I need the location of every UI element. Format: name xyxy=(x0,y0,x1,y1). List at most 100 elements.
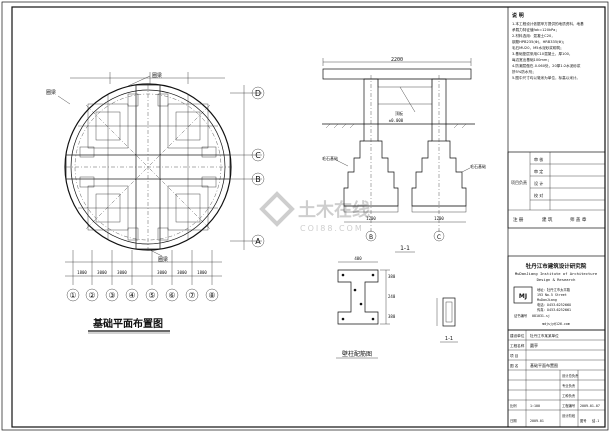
section-top-dim: 2200 xyxy=(391,57,403,63)
firm-logo xyxy=(513,286,533,304)
axis-label-row-d: D xyxy=(255,89,261,98)
approval-row-4: 校 对 xyxy=(534,192,543,198)
small-detail: 1-1 xyxy=(436,297,458,343)
tb-right-row-5: 设计阶段 xyxy=(562,413,576,418)
axis-label-col-8: ⑧ xyxy=(208,291,215,300)
notes-line-6: 3.基础垫层采用C10混凝土，厚100， xyxy=(512,51,573,56)
plan-bottom-dims: 1800 3000 3000 3000 3000 1800 xyxy=(77,270,207,275)
column-dim-1: 380 xyxy=(388,274,396,279)
column-dim-2: 240 xyxy=(388,294,396,299)
approval-sign-3: 师 盖 章 xyxy=(570,216,587,223)
axis-label-row-a: A xyxy=(255,237,261,246)
firm-email: mdjsjy@126.com xyxy=(542,322,570,326)
ring-wall-outer xyxy=(64,83,232,251)
watermark-text-en: COI88.COM xyxy=(300,224,364,233)
callout-bottom: 圈梁 xyxy=(158,256,168,263)
small-detail-title: 1-1 xyxy=(445,336,453,342)
notes-line-1: 1.本工程设计依据甲方提供的地质资料，地基 xyxy=(512,21,584,26)
firm-address-3: MuDanJiang xyxy=(537,298,557,302)
watermark: 土木在线 COI88.COM xyxy=(259,191,370,233)
axis-label-col-4: ④ xyxy=(128,291,135,300)
notes-line-3: 2.材料选用：混凝土C20， xyxy=(512,33,555,38)
tb-sheet-label: 图号 xyxy=(580,418,587,423)
dim-bottom-1: 1800 xyxy=(77,270,87,275)
firm-name-cn: 牡丹江市建筑设计研究院 xyxy=(526,262,587,270)
section-view: 2200 顶板 ±0.000 毛石基础 毛石基础 xyxy=(322,57,486,253)
tb-right-row-2: 专业负责 xyxy=(562,383,576,388)
tb-right-row-4: 工程编号 xyxy=(562,403,576,408)
notes-line-9: 掺5%防水剂； xyxy=(512,69,536,74)
tb-client-label: 建设单位 xyxy=(510,333,525,338)
notes-line-2: 承载力特征值fak=120kPa； xyxy=(512,27,559,32)
dim-bottom-6: 1800 xyxy=(197,270,207,275)
tb-project-value: 圆亭 xyxy=(530,342,538,348)
tb-drawing-label: 图 名 xyxy=(510,363,519,368)
section-dim-2: 1200 xyxy=(434,216,444,221)
axis-label-col-2: ② xyxy=(88,291,95,300)
tb-scale-value: 1:100 xyxy=(530,404,540,408)
tb-project-label: 工程名称 xyxy=(510,343,525,348)
notes-heading: 说 明 xyxy=(512,12,524,19)
axis-label-row-c: C xyxy=(255,151,261,160)
axis-label-col-3: ③ xyxy=(108,291,115,300)
dim-bottom-3: 3000 xyxy=(117,270,127,275)
section-axis-c: C xyxy=(437,234,441,241)
diamond-logo-icon xyxy=(259,191,295,227)
approval-row-3: 设 计 xyxy=(534,180,543,186)
tb-sheet-value: 结-1 xyxy=(592,418,599,423)
section-slab xyxy=(322,68,472,80)
plan-row-axes: D C B A xyxy=(251,86,265,248)
plan-title: 基础平面布置图 xyxy=(92,317,163,330)
column-section-outline xyxy=(337,269,379,325)
section-label-left: 毛石基础 xyxy=(322,155,338,161)
notes-line-4: 钢筋HPB235(Φ)，HRB335(Φ)； xyxy=(512,39,566,44)
approval-side-label: 项目负责 xyxy=(511,179,527,185)
axis-label-col-7: ⑦ xyxy=(188,291,195,300)
firm-address-2: 193 No.5 Street xyxy=(537,293,567,297)
dim-bottom-2: 3000 xyxy=(97,270,107,275)
firm-address-1: 地址：牡丹江市太平路 xyxy=(537,287,571,292)
firm-name-en-2: Design & Research xyxy=(537,277,576,282)
firm-tel: 电话：0453-6252660 xyxy=(537,302,571,307)
section-label-beam: 顶板 xyxy=(395,110,403,116)
approval-table: 项目负责 审 核 审 定 设 计 校 对 注 册 建 筑 师 盖 章 xyxy=(507,151,606,229)
firm-cert-no: 081031-sj xyxy=(532,314,550,318)
foundation-plan: ① ② ③ ④ ⑤ ⑥ ⑦ ⑧ 1800 3000 3000 3000 3000… xyxy=(46,72,265,334)
section-axis-b: B xyxy=(369,234,373,241)
notes-block: 说 明 1.本工程设计依据甲方提供的地质资料，地基 承载力特征值fak=120k… xyxy=(512,12,584,80)
notes-line-5: 毛石MU20，M5水泥砂浆砌筑； xyxy=(512,45,564,50)
tb-item-label: 项 目 xyxy=(510,353,518,358)
tb-date-value: 2009.01 xyxy=(530,419,544,423)
axis-label-row-b: B xyxy=(255,175,261,184)
approval-row-2: 审 定 xyxy=(534,168,543,174)
firm-block: 牡丹江市建筑设计研究院 MuDanJiang Institute of Arch… xyxy=(507,255,606,331)
dim-bottom-5: 3000 xyxy=(177,270,187,275)
section-level-mark: ±0.000 xyxy=(389,118,404,123)
tb-client-value: 牡丹江市某某单位 xyxy=(530,333,559,338)
tb-date-label: 日期 xyxy=(510,418,517,423)
notes-line-7: 每边宽出基础100mm； xyxy=(512,57,551,62)
notes-line-8: 4.防潮层做在-0.060处，20厚1:2水泥砂浆 xyxy=(512,63,581,68)
approval-row-1: 审 核 xyxy=(534,156,543,162)
notes-line-10: 5.图中尺寸均以毫米为单位，标高以米计。 xyxy=(512,75,580,80)
section-title: 1-1 xyxy=(400,245,410,252)
firm-cert-label: 证书编号 xyxy=(514,313,528,318)
column-dim-4: 400 xyxy=(354,256,362,261)
column-detail: 380 240 380 400 壁柱配筋图 xyxy=(336,256,396,359)
firm-name-en-1: MuDanJiang Institute of Architecture xyxy=(515,271,598,276)
tb-right-row-1: 设计总负责 xyxy=(562,373,579,378)
approval-sign-2: 建 筑 xyxy=(542,216,553,223)
title-block: 建设单位 牡丹江市某某单位 工程名称 圆亭 项 目 图 名 基础平面布置图 设计… xyxy=(507,329,606,428)
tb-drawing-value: 基础平面布置图 xyxy=(530,362,558,368)
firm-fax: 传真：0453-6252661 xyxy=(537,307,571,312)
callout-top: 圈梁 xyxy=(152,72,162,79)
column-dim-3: 380 xyxy=(388,314,396,319)
column-detail-title: 壁柱配筋图 xyxy=(342,350,372,358)
tb-right-row-3: 工种负责 xyxy=(562,393,576,398)
callout-left: 圈梁 xyxy=(46,89,56,96)
tb-mark-value: 2009-01-07 xyxy=(580,404,600,408)
axis-label-col-6: ⑥ xyxy=(168,291,175,300)
